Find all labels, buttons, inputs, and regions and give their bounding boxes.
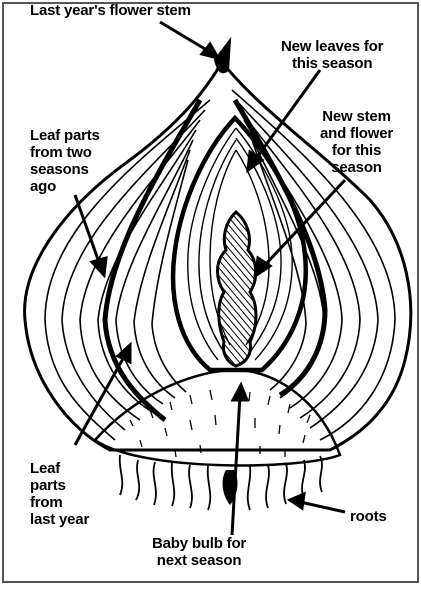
label-last-years-flower-stem: Last year's flower stem (30, 2, 191, 19)
new-stem-flower-core (218, 212, 257, 366)
label-new-stem-and-flower: New stem and flower for this season (320, 108, 393, 176)
label-baby-bulb: Baby bulb for next season (152, 535, 246, 569)
label-new-leaves: New leaves for this season (281, 38, 383, 72)
label-roots: roots (350, 508, 387, 525)
label-leaf-parts-two-seasons-ago: Leaf parts from two seasons ago (30, 127, 100, 195)
label-leaf-parts-last-year: Leaf parts from last year (30, 460, 89, 528)
